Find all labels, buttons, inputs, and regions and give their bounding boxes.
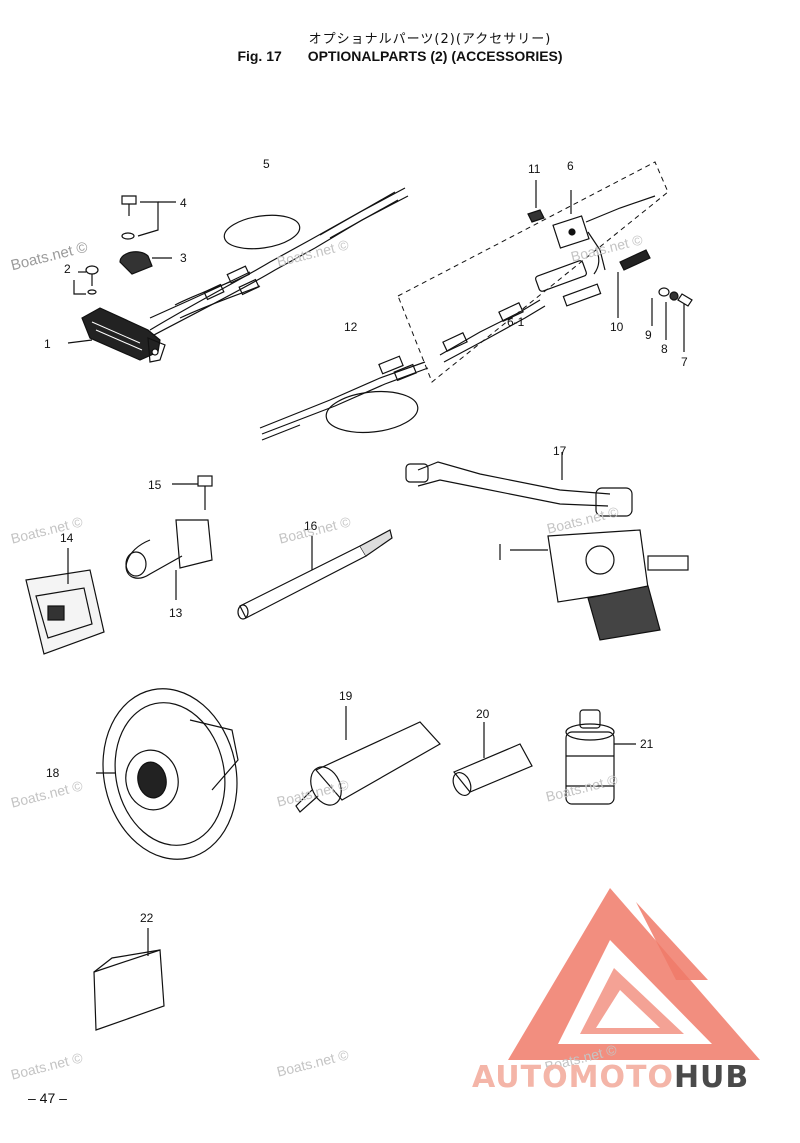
brand-logo-icon bbox=[508, 888, 760, 1060]
callout-18: 18 bbox=[46, 766, 60, 780]
page-number: – 47 – bbox=[28, 1090, 67, 1106]
part-21-can bbox=[565, 709, 636, 805]
callout-21: 21 bbox=[640, 737, 654, 751]
part-18-pulley bbox=[96, 688, 239, 860]
part-1-connector bbox=[67, 307, 166, 363]
callout-9: 9 bbox=[645, 328, 652, 342]
part-13-bracket bbox=[125, 519, 213, 600]
callout-11: 11 bbox=[528, 162, 541, 176]
en-title-text: OPTIONALPARTS (2) (ACCESSORIES) bbox=[307, 48, 563, 64]
part-4-screw bbox=[121, 195, 176, 240]
callout-4: 4 bbox=[180, 196, 187, 210]
part-6-1-fuse bbox=[439, 260, 602, 363]
jp-title: オプショナルパーツ(2)(アクセサリー) bbox=[308, 32, 552, 47]
brand-name: AUTOMOTOHUB bbox=[472, 1060, 749, 1095]
callout-13: 13 bbox=[169, 606, 183, 620]
part-12-wire-harness bbox=[259, 355, 429, 441]
callout-22: 22 bbox=[140, 911, 154, 925]
callout-1: 1 bbox=[44, 337, 51, 351]
callout-6: 6 bbox=[567, 159, 574, 173]
callout-20: 20 bbox=[476, 707, 490, 721]
fig-label: Fig. 17 bbox=[237, 48, 282, 64]
callout-7: 7 bbox=[681, 355, 688, 369]
en-title: Fig. 17 OPTIONALPARTS (2) (ACCESSORIES) bbox=[0, 48, 800, 64]
part-15-screw bbox=[172, 475, 213, 510]
part-22-label bbox=[93, 928, 165, 1031]
part-6-fuse-holder bbox=[552, 190, 656, 275]
part-7-screw bbox=[677, 293, 693, 352]
callout-5: 5 bbox=[263, 157, 270, 171]
callout-16: 16 bbox=[304, 519, 318, 533]
part-2-screw bbox=[73, 265, 99, 295]
part-3-clamp bbox=[119, 251, 172, 275]
brand-part-2: HUB bbox=[673, 1060, 750, 1095]
part-14-plate bbox=[25, 548, 105, 655]
part-8-washer bbox=[665, 291, 679, 340]
callout-15: 15 bbox=[148, 478, 162, 492]
callout-3: 3 bbox=[180, 251, 187, 265]
part-11-nut bbox=[527, 180, 545, 223]
dashed-outline-part-6 bbox=[397, 161, 669, 383]
part-10-fuse-plate bbox=[617, 249, 651, 318]
part-17-pump-assembly bbox=[405, 452, 689, 641]
callout-8: 8 bbox=[661, 342, 668, 356]
part-9-washer bbox=[651, 287, 670, 326]
callout-17: 17 bbox=[553, 444, 567, 458]
part-20-tube bbox=[452, 722, 533, 796]
callout-12: 12 bbox=[344, 320, 358, 334]
part-19-grease-tube bbox=[295, 706, 441, 813]
brand-part-1: AUTOMOTO bbox=[472, 1060, 674, 1095]
part-16-tube bbox=[237, 529, 393, 620]
part-5-wire-harness bbox=[149, 187, 409, 337]
callout-6-1: 6-1 bbox=[507, 315, 525, 329]
callout-19: 19 bbox=[339, 689, 353, 703]
page-header: オプショナルパーツ(2)(アクセサリー) Fig. 17 OPTIONALPAR… bbox=[0, 28, 800, 64]
callout-10: 10 bbox=[610, 320, 624, 334]
callout-14: 14 bbox=[60, 531, 74, 545]
callout-2: 2 bbox=[64, 262, 71, 276]
